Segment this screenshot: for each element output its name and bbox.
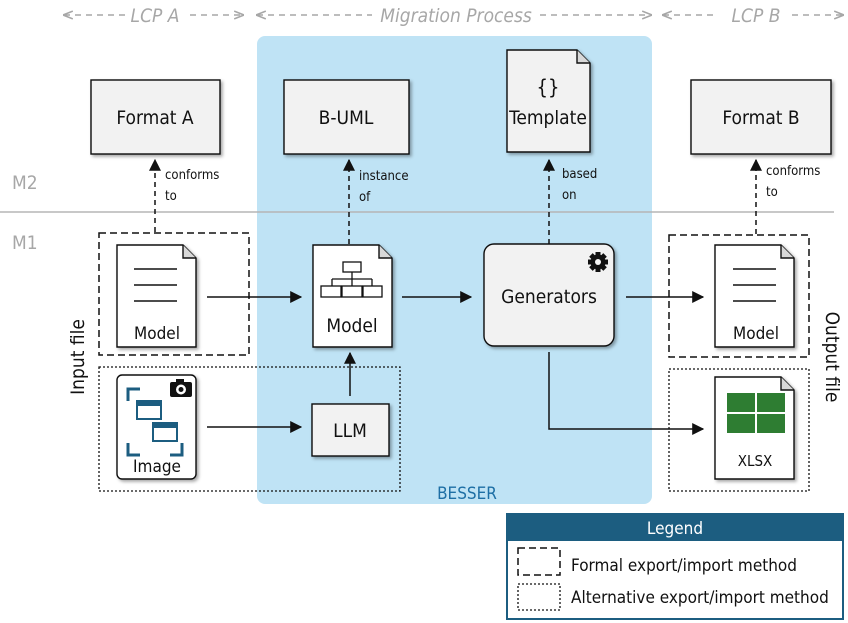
legend-title: Legend bbox=[647, 519, 703, 539]
phase-header: LCP A Migration Process LCP B bbox=[64, 5, 843, 27]
besser-label: BESSER bbox=[437, 484, 497, 504]
legend-formal-swatch bbox=[517, 547, 561, 576]
buml-model-label: Model bbox=[326, 315, 377, 337]
legend-alternative-swatch bbox=[517, 583, 561, 611]
gear-icon bbox=[588, 252, 608, 272]
class-diagram-icon bbox=[320, 261, 383, 298]
buml-label: B-UML bbox=[319, 107, 374, 129]
input-file-label: Input file bbox=[67, 319, 89, 395]
generators-label: Generators bbox=[501, 286, 597, 308]
template-label: Template bbox=[508, 107, 587, 129]
text-lines-icon bbox=[134, 268, 177, 302]
template-box bbox=[506, 49, 591, 153]
image-label: Image bbox=[133, 457, 181, 477]
template-braces: {} bbox=[537, 75, 560, 99]
arrow-generators-to-xlsx bbox=[548, 352, 705, 435]
buml-model-doc bbox=[312, 244, 393, 348]
phase-migration: Migration Process bbox=[380, 5, 532, 27]
format-b-label: Format B bbox=[722, 107, 799, 129]
screenshot-icon bbox=[126, 387, 184, 457]
output-file-label: Output file bbox=[821, 312, 843, 403]
llm-label: LLM bbox=[333, 420, 367, 442]
output-model-doc bbox=[714, 244, 795, 348]
spreadsheet-icon bbox=[727, 393, 785, 433]
phase-lcp-b: LCP B bbox=[732, 5, 781, 27]
level-m1: M1 bbox=[12, 232, 38, 254]
format-a-box bbox=[90, 79, 221, 155]
output-alternative-group bbox=[668, 368, 810, 492]
input-model-doc bbox=[116, 244, 197, 348]
generators-box bbox=[483, 243, 615, 347]
phase-lcp-a: LCP A bbox=[131, 5, 180, 27]
legend-formal-label: Formal export/import method bbox=[571, 556, 797, 576]
input-alternative-group bbox=[98, 366, 401, 492]
text-lines-icon bbox=[733, 268, 776, 302]
llm-box bbox=[311, 403, 390, 457]
input-formal-group bbox=[98, 232, 250, 356]
level-m2: M2 bbox=[12, 172, 38, 194]
xlsx-label: XLSX bbox=[738, 452, 773, 470]
format-b-box bbox=[690, 79, 832, 155]
input-model-label: Model bbox=[134, 324, 180, 344]
output-formal-group bbox=[668, 234, 810, 358]
legend: Legend Formal export/import method Alter… bbox=[506, 513, 844, 620]
legend-alternative-label: Alternative export/import method bbox=[571, 588, 829, 608]
buml-box bbox=[283, 79, 410, 155]
format-a-label: Format A bbox=[116, 107, 194, 129]
camera-icon bbox=[170, 379, 192, 397]
output-model-label: Model bbox=[733, 324, 779, 344]
template-fold bbox=[576, 50, 590, 64]
